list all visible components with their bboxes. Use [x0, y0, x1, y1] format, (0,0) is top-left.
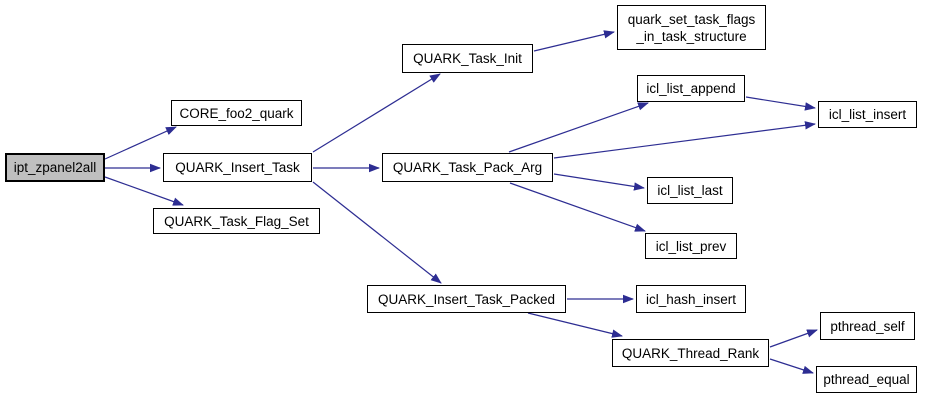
- node-QUARK_Task_Pack_Arg[interactable]: QUARK_Task_Pack_Arg: [382, 153, 553, 182]
- edge-QUARK_Insert_Task-to-QUARK_Task_Init: [312, 73, 441, 153]
- edge-ipt_zpanel2all-to-QUARK_Task_Flag_Set: [104, 176, 184, 206]
- edge-QUARK_Thread_Rank-to-pthread_self: [769, 329, 818, 348]
- node-icl_hash_insert[interactable]: icl_hash_insert: [636, 285, 746, 313]
- node-label: QUARK_Task_Init: [413, 51, 522, 66]
- edge-ipt_zpanel2all-to-CORE_foo2_quark: [104, 126, 177, 160]
- node-label: QUARK_Insert_Task_Packed: [377, 291, 556, 307]
- node-icl_list_insert[interactable]: icl_list_insert: [818, 101, 917, 128]
- edge-QUARK_Task_Init-to-quark_set_task_flags_in_task_structure: [533, 30, 615, 52]
- node-label: QUARK_Thread_Rank: [621, 345, 760, 361]
- node-QUARK_Task_Init[interactable]: QUARK_Task_Init: [402, 44, 533, 73]
- node-icl_list_last[interactable]: icl_list_last: [647, 177, 733, 204]
- node-label: icl_list_append: [646, 81, 736, 96]
- node-ipt_zpanel2all: ipt_zpanel2all: [5, 153, 105, 182]
- node-QUARK_Insert_Task_Packed[interactable]: QUARK_Insert_Task_Packed: [367, 285, 566, 313]
- node-CORE_foo2_quark[interactable]: CORE_foo2_quark: [171, 100, 302, 126]
- node-label: pthread_equal: [823, 372, 910, 387]
- node-QUARK_Thread_Rank[interactable]: QUARK_Thread_Rank: [612, 339, 769, 367]
- edge-icl_list_append-to-icl_list_insert: [745, 96, 816, 111]
- edge-QUARK_Task_Pack_Arg-to-icl_list_append: [508, 102, 649, 153]
- node-quark_set_task_flags_in_task_structure[interactable]: quark_set_task_flags _in_task_structure: [617, 5, 766, 50]
- node-icl_list_append[interactable]: icl_list_append: [637, 75, 745, 102]
- node-pthread_equal[interactable]: pthread_equal: [816, 366, 917, 393]
- node-label: QUARK_Insert_Task: [175, 160, 300, 175]
- node-label: QUARK_Task_Pack_Arg: [392, 160, 543, 175]
- node-pthread_self[interactable]: pthread_self: [820, 312, 915, 340]
- node-label: CORE_foo2_quark: [179, 105, 294, 121]
- node-QUARK_Insert_Task[interactable]: QUARK_Insert_Task: [163, 153, 312, 182]
- edge-QUARK_Task_Pack_Arg-to-icl_list_insert: [553, 121, 816, 159]
- node-label: ipt_zpanel2all: [13, 160, 97, 175]
- edge-QUARK_Thread_Rank-to-pthread_equal: [769, 358, 814, 374]
- edge-QUARK_Task_Pack_Arg-to-icl_list_last: [553, 173, 645, 191]
- node-label: quark_set_task_flags _in_task_structure: [627, 11, 756, 44]
- node-label: icl_list_last: [657, 183, 723, 198]
- node-label: icl_hash_insert: [645, 291, 737, 307]
- node-label: QUARK_Task_Flag_Set: [164, 213, 309, 229]
- node-label: icl_list_insert: [828, 107, 907, 122]
- node-icl_list_prev[interactable]: icl_list_prev: [645, 233, 737, 259]
- node-QUARK_Task_Flag_Set[interactable]: QUARK_Task_Flag_Set: [153, 208, 320, 234]
- node-label: icl_list_prev: [655, 238, 727, 254]
- edge-QUARK_Insert_Task-to-QUARK_Insert_Task_Packed: [312, 181, 442, 284]
- edge-QUARK_Task_Pack_Arg-to-icl_list_prev: [509, 182, 646, 232]
- edge-QUARK_Insert_Task_Packed-to-QUARK_Thread_Rank: [527, 312, 623, 338]
- node-label: pthread_self: [830, 318, 905, 334]
